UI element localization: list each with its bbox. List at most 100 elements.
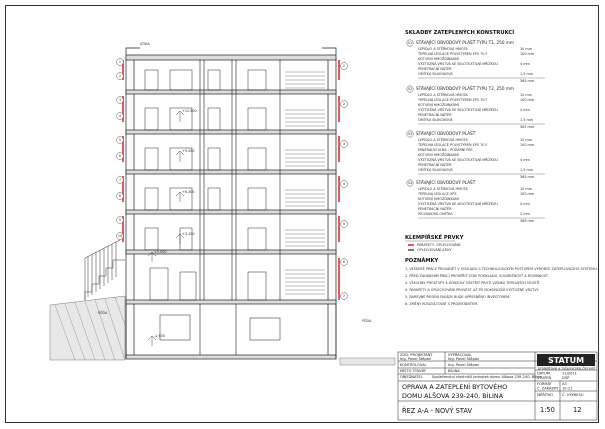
ground-label: PŮDA: [98, 310, 108, 315]
svg-text:VÝZTUŽNÁ VRSTVA SE SKLOTEXTILN: VÝZTUŽNÁ VRSTVA SE SKLOTEXTILNÍ MŘÍŽKOU: [418, 107, 498, 112]
svg-text:10 mm: 10 mm: [520, 187, 533, 191]
svg-text:KOTVENÍ HMOŽDINKAMI: KOTVENÍ HMOŽDINKAMI: [418, 102, 459, 107]
detail-tag: 2: [116, 72, 124, 80]
svg-text:10 mm: 10 mm: [520, 138, 533, 142]
svg-text:Č. ZAKÁZKY: Č. ZAKÁZKY: [537, 386, 559, 391]
svg-text:KOTVENÍ HMOŽDINKAMI: KOTVENÍ HMOŽDINKAMI: [418, 56, 459, 61]
svg-text:A3: A3: [562, 382, 567, 386]
detail-tag: 5: [116, 136, 124, 144]
detail-tag: 5: [340, 220, 348, 228]
svg-text:1: 1: [343, 64, 345, 68]
svg-text:OMÍTKA SILIKONOVÁ: OMÍTKA SILIKONOVÁ: [418, 117, 453, 122]
svg-text:DSP: DSP: [562, 376, 570, 380]
remarks: POZNÁMKY 1. VEŠKERÉ PRÁCE PROVÁDĚT V SOU…: [405, 257, 598, 306]
svg-text:7: 7: [119, 178, 121, 182]
svg-text:S3: S3: [408, 132, 412, 136]
detail-tags-right: 1 2 3 4 5 6 7: [340, 62, 348, 300]
svg-text:2: 2: [343, 102, 345, 106]
entrance-stairs: [84, 239, 125, 300]
svg-text:projektová a inženýrská činnos: projektová a inženýrská činnost: [538, 367, 596, 371]
terrain-hatch: [49, 295, 396, 366]
composition-s2: S2 STÁVAJÍCÍ OBVODOVÝ PLÁŠŤ TYPU T2, 250…: [406, 85, 545, 129]
svg-text:6: 6: [343, 260, 345, 264]
svg-text:Společenství vlastníků jednote: Společenství vlastníků jednotek domu Alš…: [432, 375, 542, 379]
detail-tag: 3: [340, 140, 348, 148]
detail-tag: 7: [340, 292, 348, 300]
svg-text:TEPELNÁ IZOLACE POLYSTYREN EPS: TEPELNÁ IZOLACE POLYSTYREN EPS 70 F: [417, 142, 487, 147]
svg-text:PENETRAČNÍ NÁTĚR: PENETRAČNÍ NÁTĚR: [418, 66, 452, 71]
sheet-frame: [5, 5, 599, 423]
notes-title: SKLADBY ZATEPLENÝCH KONSTRUKCÍ: [405, 28, 514, 36]
svg-text:Ing. Pavel Štěpán: Ing. Pavel Štěpán: [448, 362, 479, 367]
svg-text:MĚŘÍTKO: MĚŘÍTKO: [537, 392, 553, 397]
svg-text:10 mm: 10 mm: [520, 47, 533, 51]
floor-slabs: [125, 54, 337, 360]
building-section: [49, 47, 396, 366]
svg-text:VYPRACOVAL: VYPRACOVAL: [448, 353, 472, 357]
svg-text:DATUM: DATUM: [537, 372, 550, 376]
stairwell: [285, 71, 325, 295]
svg-text:STÁVAJÍCÍ OBVODOVÝ PLÁŠŤ TYPU: STÁVAJÍCÍ OBVODOVÝ PLÁŠŤ TYPU T1, 250 mm: [416, 40, 514, 45]
svg-text:3. VŠECHNY PROSTUPY A KONZOLY: 3. VŠECHNY PROSTUPY A KONZOLY OŠETŘIT PR…: [405, 280, 540, 285]
svg-text:7: 7: [343, 294, 345, 298]
svg-text:6. ZMĚNY KONZULTOVAT S PROJEKT: 6. ZMĚNY KONZULTOVAT S PROJEKTANTEM.: [405, 301, 478, 306]
svg-text:VÝZTUŽNÁ VRSTVA SE SKLOTEXTILN: VÝZTUŽNÁ VRSTVA SE SKLOTEXTILNÍ MŘÍŽKOU: [418, 157, 498, 162]
svg-text:100 mm: 100 mm: [520, 143, 535, 147]
svg-text:KONTROLOVAL: KONTROLOVAL: [400, 363, 427, 367]
svg-text:BÍLINA: BÍLINA: [448, 368, 460, 373]
svg-text:1. VEŠKERÉ PRÁCE PROVÁDĚT V SO: 1. VEŠKERÉ PRÁCE PROVÁDĚT V SOULADU S TE…: [405, 266, 598, 271]
svg-text:STUPEŇ: STUPEŇ: [537, 375, 552, 380]
svg-text:MOZAIKOVÁ OMÍTKA: MOZAIKOVÁ OMÍTKA: [418, 211, 453, 216]
detail-tag: 2: [340, 100, 348, 108]
svg-text:STÁVAJÍCÍ OBVODOVÝ PLÁŠŤ: STÁVAJÍCÍ OBVODOVÝ PLÁŠŤ: [416, 180, 476, 185]
svg-text:2. PŘED ZAHÁJENÍM PRACÍ PROVĚŘ: 2. PŘED ZAHÁJENÍM PRACÍ PROVĚŘIT STAV PO…: [405, 273, 549, 278]
svg-text:KOTVENÍ HMOŽDINKAMI: KOTVENÍ HMOŽDINKAMI: [418, 196, 459, 201]
svg-text:5: 5: [343, 222, 345, 226]
svg-text:1,5 mm: 1,5 mm: [520, 118, 534, 122]
svg-text:LEPIDLO A STĚRKOVÁ HMOTA: LEPIDLO A STĚRKOVÁ HMOTA: [418, 92, 468, 97]
svg-text:2 mm: 2 mm: [520, 212, 531, 216]
detail-tag: 1: [340, 62, 348, 70]
detail-tag: 4: [116, 112, 124, 120]
detail-tag: 7: [116, 176, 124, 184]
svg-text:Ing. Pavel Štěpán: Ing. Pavel Štěpán: [400, 356, 431, 361]
svg-text:10: 10: [118, 234, 122, 238]
svg-text:VÝZTUŽNÁ VRSTVA SE SKLOTEXTILN: VÝZTUŽNÁ VRSTVA SE SKLOTEXTILNÍ MŘÍŽKOU: [418, 61, 498, 66]
detail-tag: 10: [116, 232, 124, 240]
svg-text:Ing. Pavel Štěpán: Ing. Pavel Štěpán: [448, 356, 479, 361]
composition-s4: S4 STÁVAJÍCÍ OBVODOVÝ PLÁŠŤ LEPIDLO A ST…: [406, 179, 545, 223]
svg-text:MÍSTO STAVBY: MÍSTO STAVBY: [400, 368, 427, 373]
svg-text:3: 3: [343, 142, 345, 146]
project-title-1: OPRAVA A ZATEPLENÍ BYTOVÉHO: [402, 382, 507, 391]
title-block-text: ZOD. PROJEKTANT Ing. Pavel Štěpán VYPRAC…: [400, 353, 596, 415]
svg-text:ZOD. PROJEKTANT: ZOD. PROJEKTANT: [400, 353, 433, 357]
svg-text:4 mm: 4 mm: [520, 202, 531, 206]
drawing-title: ŘEZ A-A - NOVÝ STAV: [402, 406, 472, 415]
level-label: +9.450: [182, 149, 195, 153]
svg-text:4 mm: 4 mm: [520, 62, 531, 66]
svg-text:LEPIDLO A STĚRKOVÁ HMOTA: LEPIDLO A STĚRKOVÁ HMOTA: [418, 46, 468, 51]
svg-text:STÁVAJÍCÍ OBVODOVÝ PLÁŠŤ TYPU: STÁVAJÍCÍ OBVODOVÝ PLÁŠŤ TYPU T2, 250 mm: [416, 86, 514, 91]
doors: [144, 69, 267, 301]
svg-text:366 mm: 366 mm: [520, 219, 535, 223]
company-logo: STATUM: [548, 356, 584, 365]
svg-text:S1: S1: [408, 41, 412, 45]
detail-tag: 3: [116, 96, 124, 104]
detail-tag: 6: [116, 152, 124, 160]
basement: [125, 304, 337, 358]
svg-text:STÁVAJÍCÍ OBVODOVÝ PLÁŠŤ: STÁVAJÍCÍ OBVODOVÝ PLÁŠŤ: [416, 131, 476, 136]
svg-text:2: 2: [119, 74, 121, 78]
composition-s3: S3 STÁVAJÍCÍ OBVODOVÝ PLÁŠŤ LEPIDLO A ST…: [406, 130, 545, 179]
svg-text:365 mm: 365 mm: [520, 175, 535, 179]
detail-tag: 6: [340, 258, 348, 266]
ground-label-right: PŮDA: [362, 318, 372, 323]
svg-text:3: 3: [119, 98, 121, 102]
svg-text:4: 4: [343, 182, 345, 186]
svg-text:5: 5: [119, 138, 121, 142]
svg-text:KLEMPÍŘSKÉ PRVKY: KLEMPÍŘSKÉ PRVKY: [405, 233, 464, 241]
svg-text:OBJEDNATEL: OBJEDNATEL: [400, 375, 423, 379]
level-label: ±0.000: [154, 250, 167, 254]
svg-text:Č. VÝKRESU: Č. VÝKRESU: [562, 392, 584, 397]
svg-text:POZNÁMKY: POZNÁMKY: [405, 257, 439, 264]
